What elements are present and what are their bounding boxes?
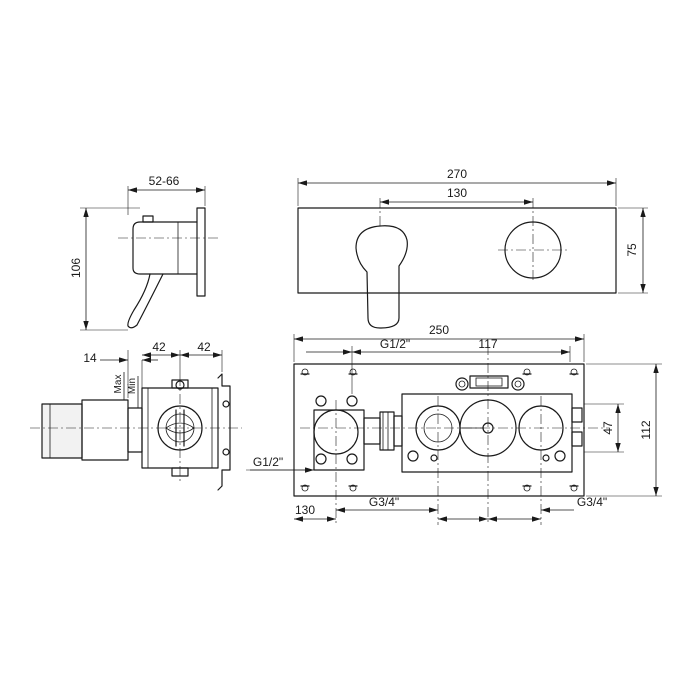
box-front-height-inner-label: 47 — [601, 421, 615, 435]
box-side-min-label: Min — [127, 378, 138, 394]
box-front-outlet-a-label: G3/4" — [369, 495, 399, 509]
side-view: 52-66 106 — [69, 174, 218, 331]
box-front-view: 250 G1/2" 117 112 47 G1/2" 130 G3/4" G3/… — [246, 323, 662, 525]
box-front-width-label: 250 — [429, 323, 449, 337]
side-lever-handle — [127, 273, 164, 329]
side-body — [132, 221, 198, 275]
box-front-height-outer-label: 112 — [639, 420, 653, 439]
side-height-label: 106 — [69, 258, 83, 278]
box-front-offset-bottom-label: 130 — [295, 503, 315, 517]
box-side-view: 14 42 42 Max Min — [30, 340, 242, 491]
box-side-extension — [41, 403, 83, 459]
box-side-spacing-b-label: 42 — [197, 340, 211, 354]
mounting-slots-bottom — [300, 484, 579, 492]
box-front-outlet-b-label: G3/4" — [577, 495, 607, 509]
box-front-left-valve — [313, 409, 365, 471]
box-front-inlet-top-label: G1/2" — [380, 337, 410, 351]
front-cover-plate — [297, 207, 617, 294]
front-lever-handle — [355, 225, 408, 329]
side-depth-label: 52-66 — [149, 174, 180, 188]
box-side-spacing-a-label: 42 — [152, 340, 166, 354]
side-wall-plate — [196, 207, 206, 297]
box-front-spacing-top-label: 117 — [478, 337, 497, 351]
box-front-plate — [293, 363, 585, 497]
front-spacing-label: 130 — [447, 186, 467, 200]
front-width-label: 270 — [447, 167, 467, 181]
box-side-offset-label: 14 — [83, 351, 97, 365]
box-side-bracket — [217, 373, 231, 491]
box-side-max-label: Max — [113, 375, 124, 394]
front-view: 270 130 75 — [297, 167, 648, 329]
mounting-slots-top — [300, 368, 579, 376]
box-front-inlet-left-label: G1/2" — [253, 455, 283, 469]
front-height-label: 75 — [625, 243, 639, 257]
